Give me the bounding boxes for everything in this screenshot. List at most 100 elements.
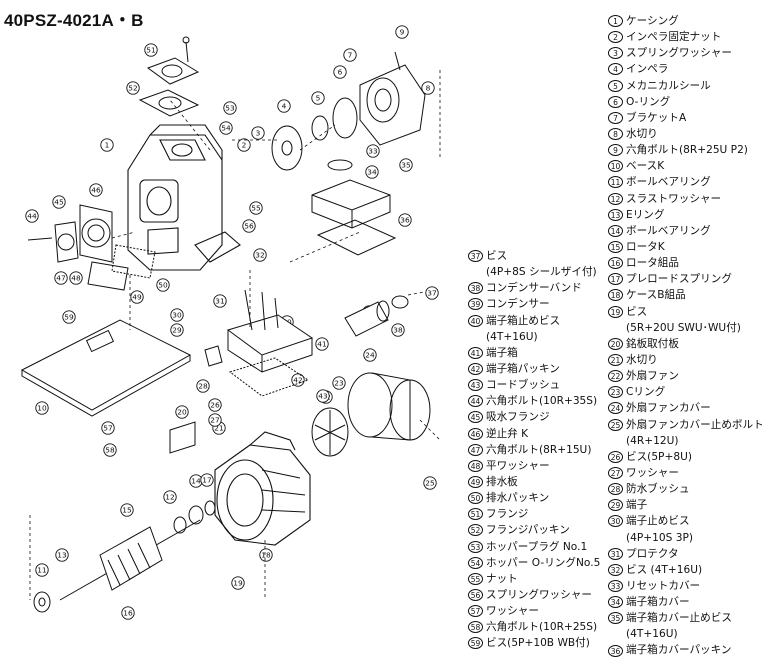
legend-number: 3 xyxy=(608,47,623,60)
legend-label: 端子箱カバー xyxy=(626,596,690,609)
legend-item: (4P+8S シールザイ付) xyxy=(468,264,600,280)
legend-label: 排水板 xyxy=(486,475,518,488)
legend-label: Eリング xyxy=(626,208,665,221)
legend-label: 端子箱パッキン xyxy=(486,362,560,375)
callout-32: 32 xyxy=(253,248,267,262)
legend-label: ワッシャー xyxy=(486,605,539,618)
legend-number: 55 xyxy=(468,572,483,585)
callout-number: 56 xyxy=(244,222,254,231)
legend-number: 22 xyxy=(608,370,623,383)
legend-label: 六角ボルト(8R+15U) xyxy=(486,443,592,456)
callout-number: 41 xyxy=(317,340,327,349)
legend-label: 六角ボルト(10R+35S) xyxy=(486,395,598,408)
callout-number: 30 xyxy=(172,311,182,320)
legend-label: コンデンサーバンド xyxy=(486,282,582,295)
legend-label: コードブッシュ xyxy=(486,379,561,392)
legend-number: 21 xyxy=(608,354,623,367)
legend-number: 45 xyxy=(468,411,483,424)
legend-number: 37 xyxy=(468,250,483,263)
callout-45: 45 xyxy=(52,195,66,209)
callout-48: 48 xyxy=(69,271,83,285)
callout-49: 49 xyxy=(130,290,144,304)
callout-51: 51 xyxy=(144,43,158,57)
legend-number: 57 xyxy=(468,605,483,618)
legend-number: 47 xyxy=(468,443,483,456)
callout-46: 46 xyxy=(89,183,103,197)
callout-number: 26 xyxy=(210,401,220,410)
callout-24: 24 xyxy=(363,348,377,362)
legend-number: 24 xyxy=(608,402,623,415)
legend-number: 8 xyxy=(608,128,623,141)
legend-label: Cリング xyxy=(626,386,666,399)
callout-number: 4 xyxy=(282,102,287,111)
legend-label: 外扇ファンカバー止めボルト xyxy=(626,418,764,431)
callout-number: 45 xyxy=(54,198,64,207)
legend-number: 34 xyxy=(608,596,623,609)
callout-number: 36 xyxy=(400,216,410,225)
callout-number: 59 xyxy=(64,313,74,322)
legend-label: プレロードスプリング xyxy=(626,273,732,286)
legend-number: 18 xyxy=(608,289,623,302)
legend-number: 35 xyxy=(608,612,623,625)
callout-number: 34 xyxy=(367,168,377,177)
callout-number: 25 xyxy=(425,479,435,488)
casing-part xyxy=(127,124,241,271)
callout-4: 4 xyxy=(277,99,291,113)
legend-number: 19 xyxy=(608,305,623,318)
callout-7: 7 xyxy=(343,48,357,62)
callout-23: 23 xyxy=(332,376,346,390)
legend-label: 端子箱カバー止めビス xyxy=(626,612,732,625)
legend-label: (4T+16U) xyxy=(486,330,538,343)
legend-label: O-リング xyxy=(626,95,671,108)
motor-case-part xyxy=(214,431,311,546)
legend-number: 13 xyxy=(608,208,623,221)
legend-number: 44 xyxy=(468,395,483,408)
legend-label: ベースK xyxy=(626,160,665,173)
legend-label: リセットカバー xyxy=(626,579,701,592)
legend-label: 端子 xyxy=(626,499,648,512)
model-title: 40PSZ-4021A・B xyxy=(4,11,144,30)
legend-label: 端子箱止めビス xyxy=(486,314,561,327)
callout-19: 19 xyxy=(231,576,245,590)
callout-number: 57 xyxy=(103,424,113,433)
callout-number: 14 xyxy=(191,477,201,486)
callout-10: 10 xyxy=(35,401,49,415)
nameplate-bracket-part xyxy=(169,421,196,454)
legend-number: 46 xyxy=(468,427,483,440)
callout-number: 48 xyxy=(71,274,81,283)
callout-number: 42 xyxy=(293,376,302,385)
legend-label: ロータ組品 xyxy=(626,257,679,270)
legend-number: 39 xyxy=(468,298,483,311)
legend-item: (4P+10S 3P) xyxy=(608,530,764,546)
legend-label: メカニカルシール xyxy=(626,79,711,92)
legend-number: 31 xyxy=(608,547,623,560)
legend-number: 43 xyxy=(468,379,483,392)
legend-item: (5R+20U SWU･WU付) xyxy=(608,320,764,336)
legend-number: 42 xyxy=(468,363,483,376)
legend-label: 銘板取付板 xyxy=(626,337,679,350)
legend-label: プロテクタ xyxy=(626,547,679,560)
callout-number: 11 xyxy=(37,566,47,575)
callout-number: 32 xyxy=(255,251,264,260)
legend-label: インペラ固定ナット xyxy=(626,31,722,44)
callout-number: 33 xyxy=(368,147,378,156)
